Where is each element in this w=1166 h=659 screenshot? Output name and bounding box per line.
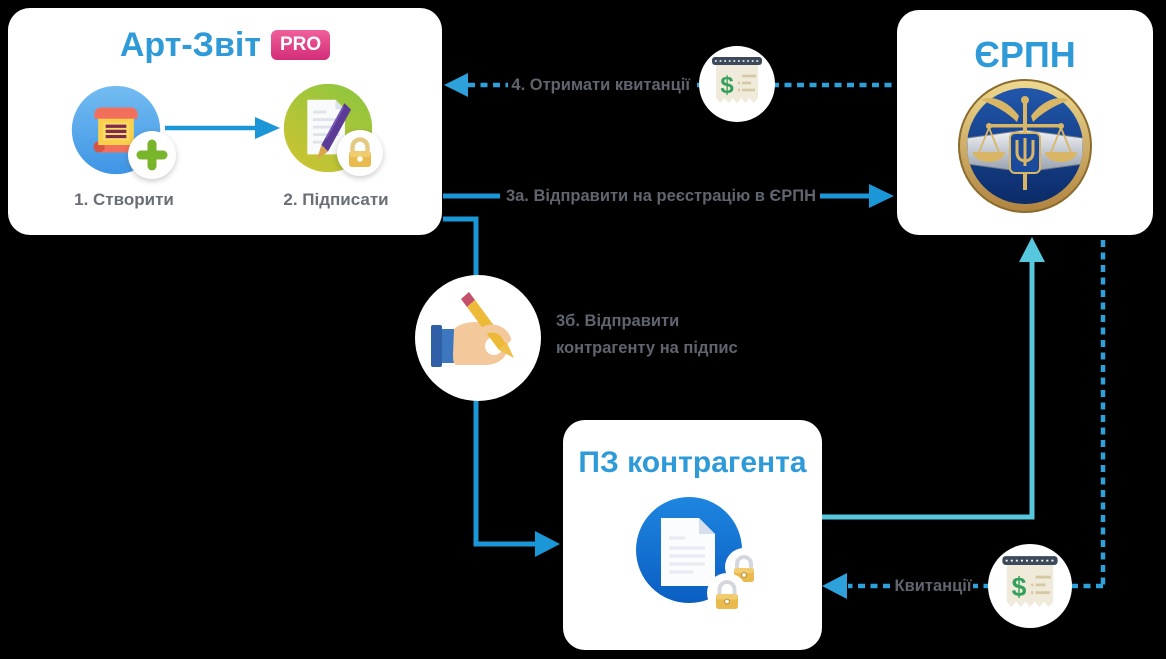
receive-receipts-label: 4. Отримати квитанції — [511, 76, 690, 94]
add-plus-icon — [128, 131, 176, 179]
arrowhead-left-receipts — [822, 573, 847, 599]
artzvit-title: Арт-Звіт — [119, 26, 261, 64]
counterparty-to-erpn-line — [822, 262, 1035, 520]
receipt-icon: $ — [1002, 556, 1058, 607]
artzvit-card: Арт-Звіт PRO — [8, 8, 442, 235]
arrowhead-left-receive — [444, 73, 468, 97]
send-for-signature-node — [415, 275, 541, 401]
create-to-sign-arrow — [165, 117, 280, 139]
locked-document-icon — [636, 497, 763, 613]
counterparty-title: ПЗ контрагента — [578, 446, 807, 479]
erpn-title: ЄРПН — [974, 34, 1076, 75]
hand-pencil-icon — [431, 292, 514, 367]
lock-icon — [337, 130, 383, 176]
arrowhead-right-erpn — [869, 184, 894, 208]
receipts-label: Квитанції — [894, 577, 972, 595]
lock-badge-icon — [707, 573, 747, 613]
svg-text:$: $ — [720, 72, 734, 99]
step-create-label: 1. Створити — [74, 190, 174, 209]
arrowhead-up-erpn — [1019, 237, 1045, 262]
send-to-counterparty-label: 3б. Відправити контрагенту на підпис — [556, 312, 738, 357]
receipt-node-bottom: $ — [988, 544, 1072, 628]
step-sign-label: 2. Підписати — [283, 190, 389, 209]
erpn-card: ЄРПН — [897, 10, 1153, 235]
arrowhead-right-counterparty — [535, 531, 560, 557]
send-to-erpn-label: 3а. Відправити на реєстрацію в ЄРПН — [505, 187, 817, 205]
receipt-icon: $ — [712, 57, 762, 103]
receipt-node-top: $ — [699, 46, 775, 122]
svg-text:$: $ — [1012, 572, 1027, 602]
pro-badge: PRO — [270, 30, 331, 60]
artzvit-title-row: Арт-Звіт PRO — [8, 28, 442, 62]
fiscal-service-emblem-icon — [958, 79, 1092, 213]
